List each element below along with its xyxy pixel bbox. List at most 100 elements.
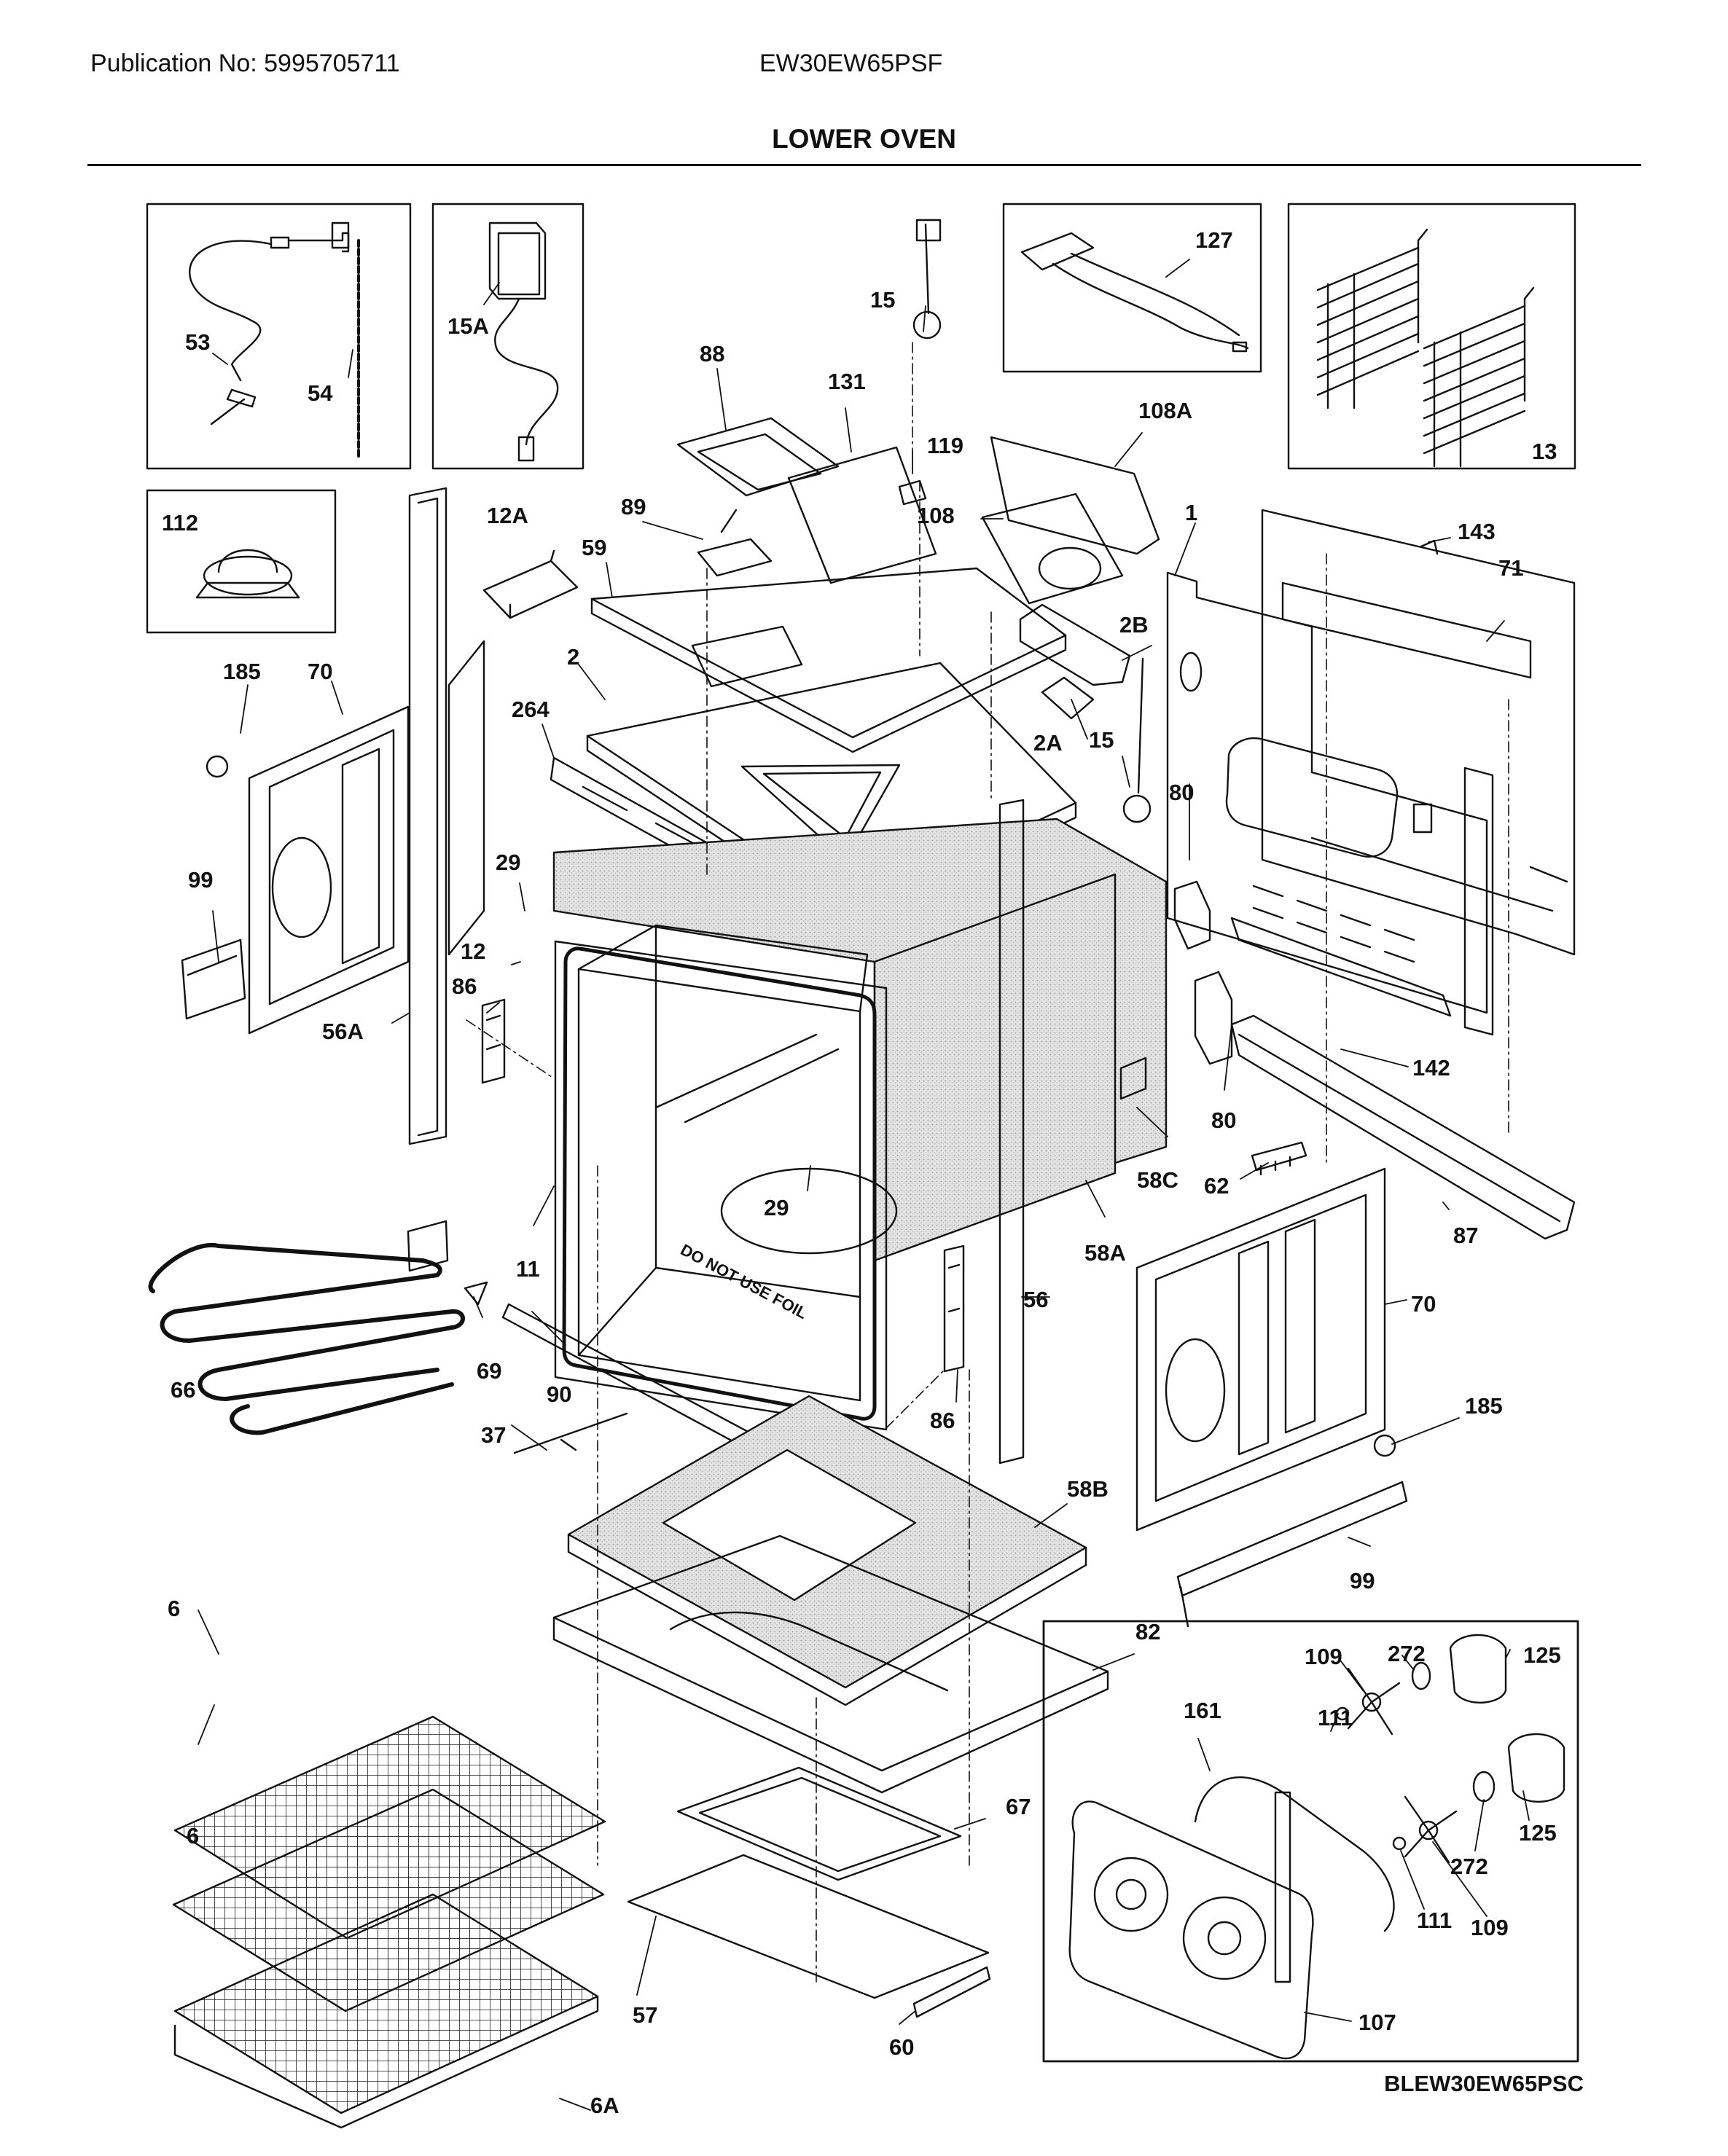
fan-blade-lower: [1404, 1795, 1458, 1864]
callout-272-lower: 272: [1450, 1854, 1488, 1879]
front-frame-rail-right: [998, 799, 1025, 1465]
callout-59: 59: [582, 535, 606, 560]
temperature-sensor-mid: [1137, 657, 1144, 794]
callout-11: 11: [516, 1256, 540, 1282]
callout-29-top: 29: [496, 850, 520, 875]
callout-57: 57: [633, 2002, 657, 2028]
callout-119: 119: [927, 433, 963, 458]
callout-66: 66: [171, 1377, 195, 1403]
alignment-lines: [466, 342, 1509, 1983]
oven-cavity-depth: [577, 924, 869, 1357]
inset-box-limit-switch: [146, 489, 337, 634]
callout-99-right: 99: [1350, 1568, 1375, 1594]
callout-143: 143: [1458, 519, 1496, 544]
callout-2: 2: [567, 644, 579, 670]
callout-112: 112: [162, 510, 198, 536]
limit-switch-flange: [195, 581, 300, 599]
limit-switch-body: [203, 555, 293, 596]
harness-connector-block: [1020, 232, 1095, 271]
callout-109-upper: 109: [1305, 1644, 1342, 1669]
callout-15A: 15A: [447, 313, 489, 339]
callout-56: 56: [1023, 1287, 1048, 1312]
oven-top-triangle: [740, 764, 901, 861]
hinge-right: [943, 1244, 965, 1373]
bottom-pan-channel: [669, 1611, 949, 1692]
callout-272-upper: 272: [1388, 1641, 1426, 1666]
limit-switch-top: [217, 549, 278, 573]
inset-box-convection-fans: [1042, 1620, 1579, 2063]
sensor-bulb-mid: [1122, 794, 1152, 823]
bottom-insulation-hole: [662, 1449, 917, 1602]
callout-58C: 58C: [1137, 1167, 1178, 1193]
sensor-bulb-top: [912, 310, 942, 340]
callout-80-upper: 80: [1169, 780, 1194, 805]
probe-jack: [289, 232, 350, 253]
callout-86-left: 86: [452, 973, 477, 999]
fan-motor-upper: [1449, 1634, 1507, 1704]
fan-grille-right: [1182, 1896, 1267, 1980]
vent-channel: [787, 446, 937, 584]
fan-nut-upper: [1335, 1706, 1350, 1721]
callout-60: 60: [889, 2034, 914, 2060]
roll-out-rack-frame: [173, 1995, 599, 2129]
callout-37: 37: [481, 1422, 506, 1448]
callout-108: 108: [917, 503, 955, 528]
blower-wheel: [1038, 546, 1102, 590]
callout-13: 13: [1532, 439, 1557, 464]
callout-161: 161: [1184, 1698, 1221, 1723]
callout-109-lower: 109: [1471, 1915, 1509, 1940]
callout-107: 107: [1358, 2010, 1396, 2035]
plug-button-left: [206, 755, 229, 778]
plug-button-right: [1373, 1434, 1396, 1457]
hinge-left: [481, 998, 506, 1084]
model-number: EW30EW65PSF: [759, 50, 943, 77]
trim-bracket-2B: [1019, 603, 1131, 686]
callout-125-upper: 125: [1523, 1642, 1561, 1668]
top-heat-shield: [590, 567, 1067, 739]
broil-element: [148, 1242, 465, 1435]
fan-blade-upper: [1347, 1667, 1401, 1736]
right-side-panel-inner: [1154, 1193, 1367, 1502]
callout-82: 82: [1135, 1619, 1160, 1645]
cooling-blower: [981, 493, 1124, 605]
callout-69: 69: [477, 1358, 501, 1384]
callout-12A: 12A: [487, 503, 528, 528]
bottom-cover-strip: [912, 1966, 991, 2018]
fan-cover: [1068, 1800, 1314, 2060]
trim-bracket-2A: [1041, 676, 1095, 720]
callout-58A: 58A: [1084, 1240, 1126, 1266]
probe-sensor: [226, 388, 257, 408]
right-panel-rib: [1238, 1218, 1316, 1456]
inset-box-clock: [431, 203, 585, 470]
left-side-panel: [248, 705, 410, 1035]
harness-end-plug: [1232, 341, 1248, 353]
callout-6-lower: 6: [187, 1823, 199, 1849]
control-wire: [494, 297, 559, 446]
callout-185-right: 185: [1465, 1393, 1503, 1419]
inset-box-harness: [1002, 203, 1262, 373]
callout-111-lower: 111: [1417, 1908, 1452, 1933]
fan-nut-lower: [1392, 1836, 1407, 1851]
callout-29-cavity: 29: [764, 1195, 789, 1220]
door-latch-shield: [676, 417, 840, 497]
callout-264: 264: [512, 697, 550, 722]
rear-panel-vents: [1252, 885, 1415, 963]
convection-bracket-upper: [1173, 880, 1211, 950]
bake-element-cover: [720, 1167, 898, 1255]
callout-88: 88: [700, 341, 724, 366]
blower-housing: [990, 436, 1160, 555]
door-gasket: [562, 946, 877, 1421]
motor-spacer-lower: [1472, 1771, 1496, 1803]
bake-element-tray: [676, 1766, 962, 1881]
motor-spacer-upper: [1411, 1661, 1431, 1690]
callout-15-mid: 15: [1089, 727, 1114, 753]
control-board-face: [497, 232, 541, 296]
page-title: LOWER OVEN: [772, 124, 956, 154]
callout-56A: 56A: [322, 1019, 364, 1044]
rear-panel-box: [1412, 803, 1433, 834]
rear-duct-cover: [1166, 571, 1488, 1014]
callout-53: 53: [185, 329, 210, 355]
left-side-panel-inner: [268, 729, 395, 1006]
right-side-panel: [1135, 1167, 1386, 1532]
